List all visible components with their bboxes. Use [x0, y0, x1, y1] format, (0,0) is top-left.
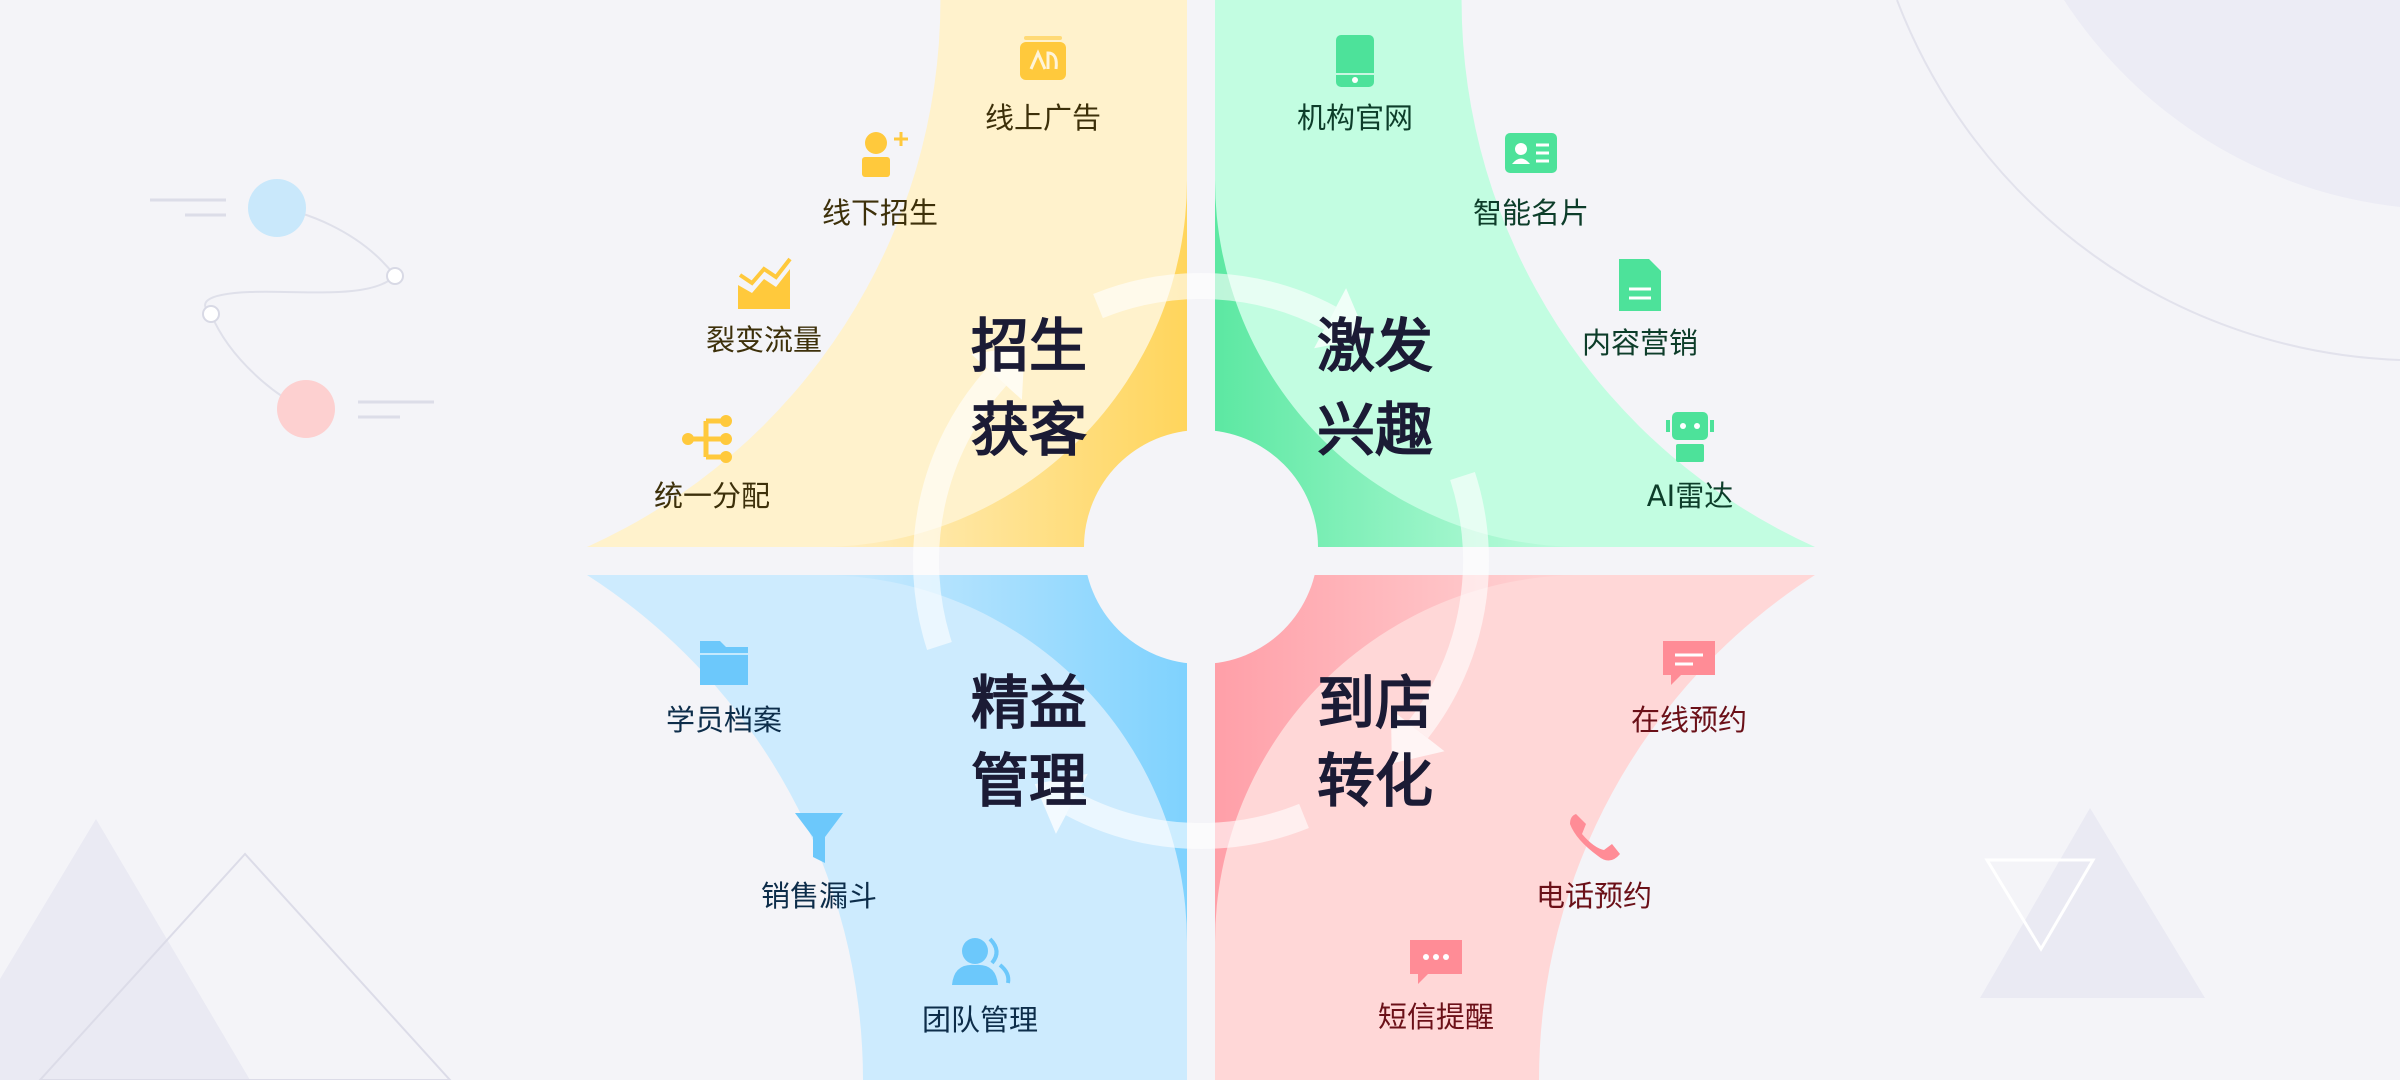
sms-icon	[1410, 940, 1462, 984]
quadrant-outer-manage	[587, 575, 1187, 1080]
deco-triangle-down-outline	[1984, 858, 2096, 952]
team-icon	[952, 937, 1011, 985]
feature-label: 电话预约	[1536, 879, 1652, 913]
arrow-arc	[1093, 273, 1337, 330]
feature-label: 线下招生	[822, 196, 938, 230]
feature-label: 学员档案	[666, 703, 782, 737]
quadrant-inner-manage	[820, 575, 1187, 942]
feature-item-acquire[interactable]: 裂变流量	[706, 257, 822, 357]
ad-icon	[1020, 36, 1066, 80]
trend-chart-icon	[738, 257, 792, 309]
title-convert-1: 到店	[1317, 669, 1433, 737]
deco-ring	[1896, 0, 2400, 361]
quadrant-outer-convert	[1215, 575, 1815, 1080]
feature-item-manage[interactable]: 销售漏斗	[761, 813, 877, 913]
feature-item-interest[interactable]: AI雷达	[1647, 412, 1733, 513]
quadrant-acquire	[587, 0, 1187, 547]
deco-circle	[2064, 0, 2400, 207]
deco-curve	[204, 207, 396, 410]
title-manage-2: 管理	[971, 747, 1087, 815]
quadrant-inner-interest	[1215, 180, 1582, 547]
quadrant-convert	[1215, 575, 1815, 1080]
feature-label: 短信提醒	[1378, 1000, 1494, 1034]
message-icon	[1663, 641, 1715, 685]
deco-triangle-right	[1980, 808, 2205, 998]
quadrant-titles: 招生 获客 激发 兴趣 精益 管理 到店 转化	[971, 312, 1433, 815]
feature-label: 机构官网	[1297, 101, 1413, 135]
title-convert-2: 转化	[1317, 747, 1433, 815]
arrow-arc	[1065, 792, 1309, 849]
center-hole	[1084, 430, 1318, 664]
feature-label: 在线预约	[1631, 703, 1747, 737]
feature-item-acquire[interactable]: 统一分配	[654, 415, 770, 513]
arrow-head-icon	[1314, 288, 1368, 349]
title-acquire-2: 获客	[971, 396, 1087, 464]
title-manage-1: 精益	[971, 669, 1087, 737]
tablet-icon	[1336, 35, 1374, 87]
funnel-icon	[795, 813, 843, 863]
deco-lines	[150, 198, 434, 419]
feature-label: 内容营销	[1582, 326, 1698, 360]
title-acquire-1: 招生	[971, 312, 1087, 380]
deco-triangle	[0, 819, 250, 1080]
arrow-arc	[913, 368, 1007, 650]
quadrant-inner-convert	[1215, 575, 1582, 942]
feature-item-manage[interactable]: 学员档案	[666, 641, 782, 737]
phone-icon	[1570, 814, 1620, 861]
folder-icon	[700, 641, 748, 685]
deco-node	[202, 305, 220, 323]
feature-label: 团队管理	[922, 1003, 1038, 1037]
quadrant-manage	[587, 575, 1187, 1080]
arrow-head-icon	[971, 345, 1025, 400]
feature-label: 线上广告	[985, 101, 1101, 135]
feature-label: AI雷达	[1647, 479, 1733, 513]
feature-item-convert[interactable]: 电话预约	[1536, 814, 1652, 913]
feature-label: 裂变流量	[706, 323, 822, 357]
quadrant-outer-acquire	[587, 0, 1187, 547]
arrow-arc	[1407, 472, 1489, 739]
add-user-icon	[862, 132, 908, 177]
feature-label: 智能名片	[1473, 196, 1589, 230]
feature-label: 销售漏斗	[761, 879, 877, 913]
quadrant-interest	[1215, 0, 1815, 547]
deco-dot-pink	[277, 380, 335, 438]
robot-icon	[1666, 412, 1714, 462]
deco-triangle-outline	[38, 852, 452, 1080]
quadrant-inner-acquire	[820, 180, 1187, 547]
title-interest-2: 兴趣	[1317, 396, 1433, 464]
feature-item-acquire[interactable]: 线下招生	[822, 132, 938, 230]
feature-item-interest[interactable]: 智能名片	[1473, 133, 1589, 230]
feature-item-interest[interactable]: 机构官网	[1297, 35, 1413, 135]
distribute-icon	[682, 415, 732, 463]
arrow-head-icon	[1390, 709, 1445, 764]
feature-label: 统一分配	[654, 479, 770, 513]
quadrant-outer-interest	[1215, 0, 1815, 547]
feature-item-manage[interactable]: 团队管理	[922, 937, 1038, 1037]
feature-item-convert[interactable]: 在线预约	[1631, 641, 1747, 737]
quadrants	[587, 0, 1815, 1080]
cycle-arrows	[913, 273, 1489, 849]
feature-item-acquire[interactable]: 线上广告	[985, 36, 1101, 135]
arrow-head-icon	[1034, 773, 1088, 834]
deco-dot-blue	[248, 179, 306, 237]
feature-item-interest[interactable]: 内容营销	[1582, 259, 1698, 360]
feature-item-convert[interactable]: 短信提醒	[1378, 940, 1494, 1034]
title-interest-1: 激发	[1317, 312, 1433, 380]
deco-node	[386, 267, 404, 285]
id-card-icon	[1505, 133, 1557, 173]
document-icon	[1619, 259, 1661, 311]
